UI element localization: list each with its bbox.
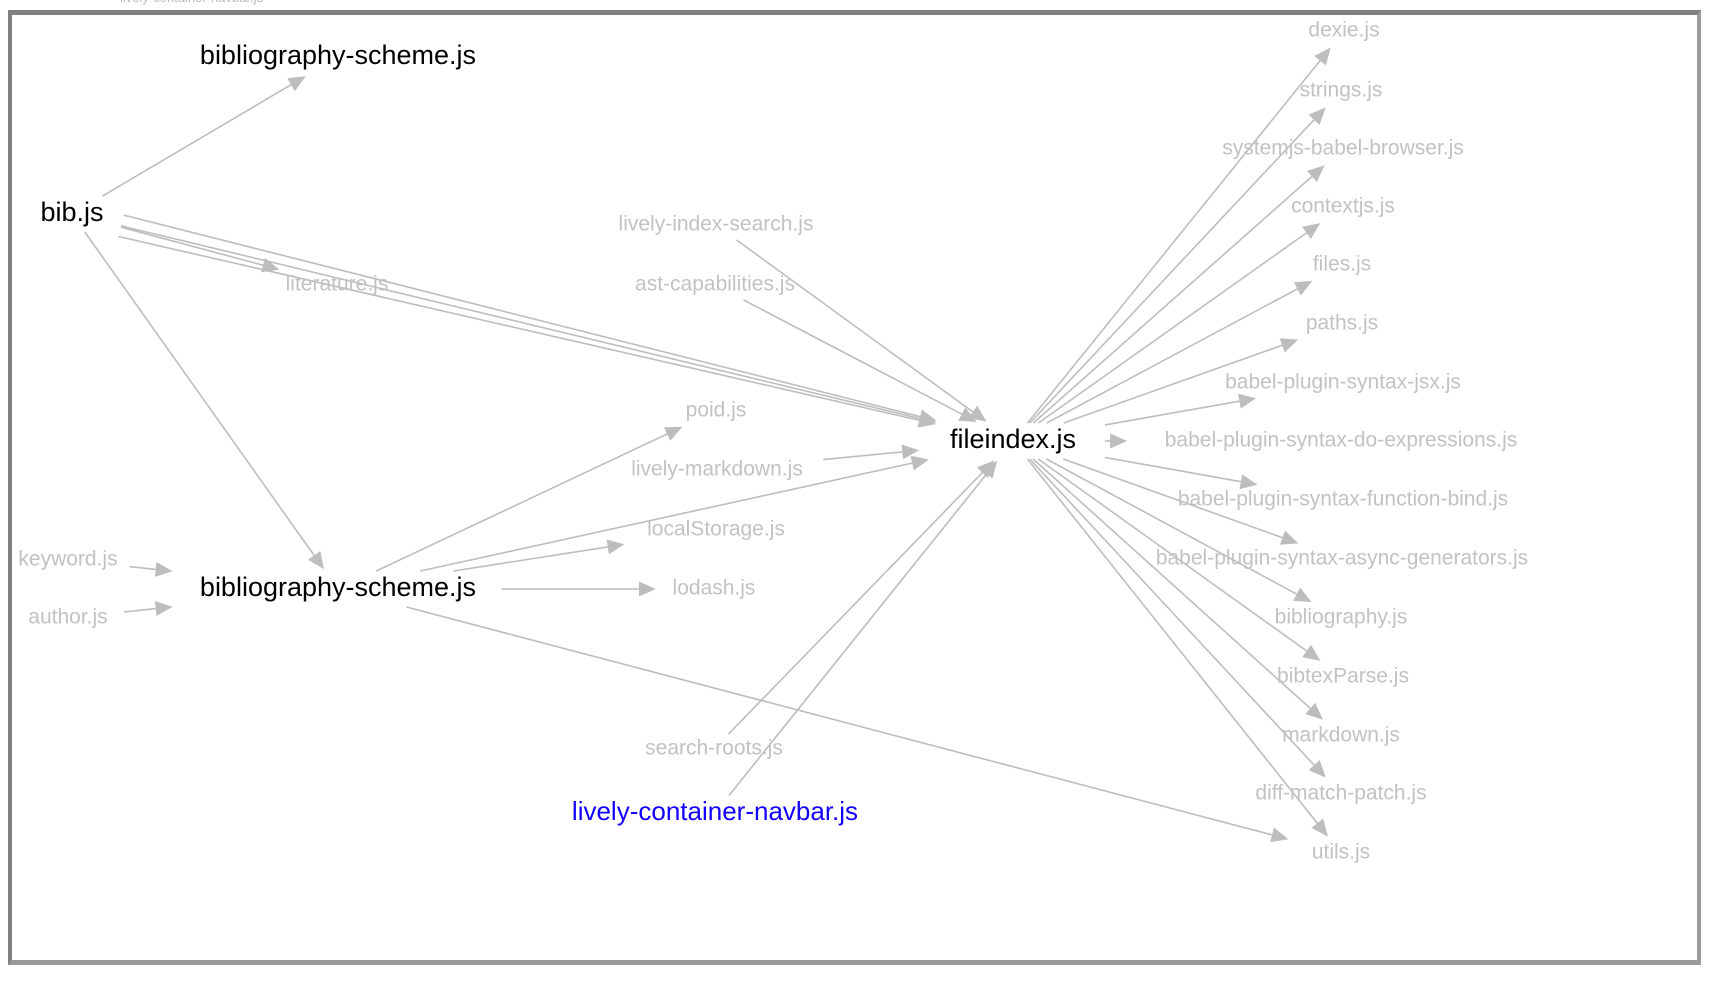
graph-edge bbox=[129, 565, 156, 571]
graph-node-bibliography[interactable]: bibliography.js bbox=[1275, 606, 1408, 629]
graph-edge bbox=[124, 607, 156, 613]
graph-edge bbox=[823, 451, 903, 461]
graph-edge bbox=[1037, 232, 1307, 424]
graph-edge bbox=[1026, 60, 1321, 424]
graph-node-contextjs[interactable]: contextjs.js bbox=[1291, 195, 1395, 218]
graph-edge bbox=[1037, 458, 1308, 652]
graph-edge-arrowhead bbox=[663, 426, 683, 441]
graph-edge-arrowhead bbox=[1280, 530, 1299, 545]
graph-edge-arrowhead bbox=[1302, 644, 1321, 661]
top-cutoff-row: lively-container-navbar.js bbox=[0, 0, 1709, 10]
graph-edge-arrowhead bbox=[980, 460, 998, 479]
graph-edge bbox=[453, 546, 608, 572]
graph-node-lively-markdown[interactable]: lively-markdown.js bbox=[631, 458, 803, 481]
graph-node-lively-container-navbar[interactable]: lively-container-navbar.js bbox=[572, 796, 858, 826]
graph-edge-arrowhead bbox=[1305, 702, 1323, 720]
graph-edge bbox=[728, 473, 988, 797]
graph-node-dexie[interactable]: dexie.js bbox=[1308, 19, 1379, 42]
graph-node-fileindex[interactable]: fileindex.js bbox=[950, 424, 1076, 454]
graph-node-bibscheme-mid[interactable]: bibliography-scheme.js bbox=[200, 572, 476, 602]
graph-edge-arrowhead bbox=[1293, 280, 1313, 296]
graph-edge bbox=[727, 472, 983, 735]
graph-edge-arrowhead bbox=[1293, 587, 1312, 603]
graph-edge bbox=[102, 84, 292, 197]
graph-edge bbox=[1029, 119, 1315, 424]
graph-node-strings[interactable]: strings.js bbox=[1300, 79, 1383, 102]
graph-edge-arrowhead bbox=[308, 551, 324, 570]
graph-edge-arrowhead bbox=[1306, 165, 1325, 183]
graph-edge bbox=[406, 606, 1273, 836]
graph-edge-arrowhead bbox=[1308, 760, 1326, 778]
graph-edge bbox=[743, 299, 963, 415]
graph-edge bbox=[118, 235, 920, 422]
graph-node-utils[interactable]: utils.js bbox=[1312, 841, 1370, 864]
graph-node-bib[interactable]: bib.js bbox=[40, 197, 103, 227]
top-cutoff-text: lively-container-navbar.js bbox=[120, 0, 263, 5]
graph-node-localStorage[interactable]: localStorage.js bbox=[647, 518, 785, 541]
graph-node-paths[interactable]: paths.js bbox=[1306, 312, 1378, 335]
graph-edge bbox=[736, 239, 974, 413]
graph-edge bbox=[1032, 458, 1311, 709]
graph-edge-arrowhead bbox=[910, 455, 929, 471]
graph-edge bbox=[1104, 400, 1240, 426]
graph-edge bbox=[1063, 344, 1283, 424]
graph-pane[interactable]: bib.js bibliography-scheme.js literature.j… bbox=[8, 10, 1701, 965]
graph-edge bbox=[120, 225, 920, 420]
graph-node-babel-async-generators[interactable]: babel-plugin-syntax-async-generators.js bbox=[1156, 547, 1528, 570]
graph-edge-arrowhead bbox=[638, 581, 656, 597]
graph-node-keyword[interactable]: keyword.js bbox=[18, 548, 117, 571]
graph-node-files[interactable]: files.js bbox=[1313, 253, 1371, 276]
graph-node-lodash[interactable]: lodash.js bbox=[673, 577, 756, 600]
graph-edge-arrowhead bbox=[1110, 433, 1128, 449]
graph-edge-arrowhead bbox=[1270, 827, 1289, 843]
graph-node-babel-do-expressions[interactable]: babel-plugin-syntax-do-expressions.js bbox=[1165, 429, 1518, 452]
graph-edge-arrowhead bbox=[606, 539, 625, 555]
graph-edge-arrowhead bbox=[1302, 223, 1321, 239]
graph-edge-arrowhead bbox=[1279, 338, 1299, 353]
graph-edge bbox=[1032, 175, 1313, 424]
graph-node-diff-match-patch[interactable]: diff-match-patch.js bbox=[1255, 782, 1426, 805]
graph-node-babel-function-bind[interactable]: babel-plugin-syntax-function-bind.js bbox=[1178, 488, 1508, 511]
graph-node-systemjs-babel-browser[interactable]: systemjs-babel-browser.js bbox=[1222, 137, 1464, 160]
graph-edge bbox=[1063, 458, 1283, 539]
graph-edge-arrowhead bbox=[917, 413, 936, 428]
graph-edge bbox=[420, 462, 913, 572]
graph-node-ast-capabilities[interactable]: ast-capabilities.js bbox=[635, 273, 795, 296]
graph-edge-arrowhead bbox=[958, 407, 977, 422]
graph-node-markdown[interactable]: markdown.js bbox=[1282, 724, 1400, 747]
graph-node-bibtexParse[interactable]: bibtexParse.js bbox=[1277, 665, 1409, 688]
graph-node-author[interactable]: author.js bbox=[28, 606, 107, 629]
graph-edge bbox=[1046, 288, 1298, 424]
graph-edge bbox=[1104, 456, 1241, 483]
graph-node-lively-index-search[interactable]: lively-index-search.js bbox=[619, 213, 814, 236]
graph-node-search-roots[interactable]: search-roots.js bbox=[645, 737, 783, 760]
graph-edge bbox=[1029, 458, 1315, 766]
graph-edge-arrowhead bbox=[1311, 818, 1328, 837]
graph-node-bibscheme-top[interactable]: bibliography-scheme.js bbox=[200, 40, 476, 70]
graph-edge bbox=[123, 214, 921, 418]
graph-edge bbox=[375, 433, 668, 572]
graph-edge bbox=[84, 231, 315, 556]
graph-node-babel-jsx[interactable]: babel-plugin-syntax-jsx.js bbox=[1225, 371, 1461, 394]
graph-edge-arrowhead bbox=[287, 76, 306, 92]
graph-edge bbox=[1046, 458, 1297, 595]
graph-node-literature[interactable]: literature.js bbox=[286, 273, 389, 296]
graph-edge-arrowhead bbox=[1238, 393, 1257, 409]
graph-edge-arrowhead bbox=[1308, 107, 1326, 125]
graph-edge-arrowhead bbox=[154, 562, 173, 577]
graph-edge-arrowhead bbox=[1239, 474, 1258, 490]
dependency-graph-canvas[interactable]: bib.js bibliography-scheme.js literature.j… bbox=[12, 15, 1697, 960]
graph-edge bbox=[1026, 458, 1318, 824]
graph-edge-arrowhead bbox=[901, 444, 920, 460]
graph-edge-arrowhead bbox=[154, 601, 173, 616]
nodes-layer: bib.js bibliography-scheme.js literature.j… bbox=[18, 19, 1528, 864]
graph-edge bbox=[120, 226, 264, 266]
graph-node-poid[interactable]: poid.js bbox=[686, 399, 747, 422]
edges-layer bbox=[84, 47, 1331, 843]
graph-edge-arrowhead bbox=[1314, 47, 1331, 66]
